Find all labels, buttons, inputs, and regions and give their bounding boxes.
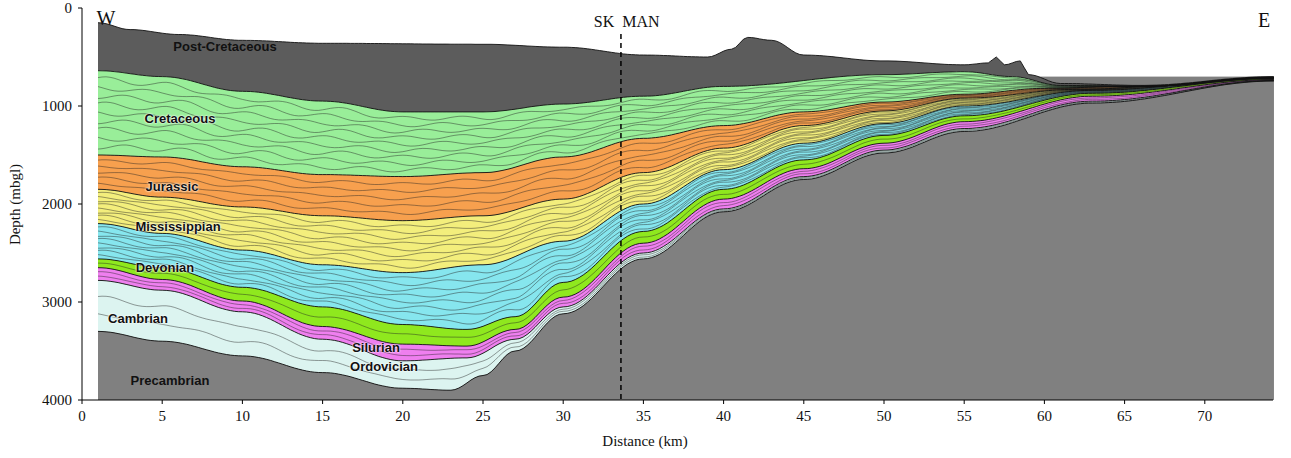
axis-tick-label: 1000	[42, 98, 72, 115]
formation-label: Ordovician	[350, 359, 418, 374]
formation-band: Mississippian	[135, 219, 220, 234]
formation-label: Devonian	[136, 260, 195, 275]
layer-boundary	[98, 80, 1274, 347]
bedding-line	[98, 78, 1274, 310]
layer-boundary	[98, 71, 1274, 112]
province-border	[620, 34, 622, 400]
bedding-line	[98, 78, 1274, 291]
bedding-line	[98, 81, 1274, 380]
layer-boundary	[98, 78, 1274, 221]
x-tick	[483, 400, 484, 404]
y-tick	[78, 400, 82, 401]
axis-tick-label: 30	[556, 408, 571, 425]
axis-tick-label: 40	[716, 408, 731, 425]
layer-boundary	[98, 78, 1274, 273]
layer-boundary	[98, 81, 1274, 361]
x-tick	[162, 400, 163, 404]
y-tick	[78, 8, 82, 9]
bedding-line	[98, 80, 1274, 350]
y-tick	[78, 302, 82, 303]
formation-band: Ordovician	[350, 359, 418, 374]
axis-tick-label: 35	[636, 408, 651, 425]
formation-label: Cretaceous	[145, 111, 216, 126]
axis-tick-label: 10	[235, 408, 250, 425]
bedding-line	[98, 78, 1274, 324]
layer-boundary	[98, 79, 1274, 330]
formation-band: Post-Cretaceous	[173, 39, 276, 54]
axis-title: Distance (km)	[602, 433, 687, 450]
y-tick	[78, 106, 82, 107]
formation-band: Cretaceous	[145, 111, 216, 126]
axis-tick-label: 70	[1197, 408, 1212, 425]
x-axis	[82, 400, 1273, 401]
axis-tick-label: 5	[158, 408, 166, 425]
axis-tick-label: 4000	[42, 392, 72, 409]
formation-band: Silurian	[352, 340, 400, 355]
layer-boundary	[98, 78, 1274, 177]
formation-label: Cambrian	[108, 311, 168, 326]
x-tick	[803, 400, 804, 404]
x-tick	[82, 400, 83, 404]
x-tick	[964, 400, 965, 404]
province-label: SK	[594, 13, 614, 31]
y-tick	[78, 204, 82, 205]
axis-tick-label: 65	[1117, 408, 1132, 425]
bedding-line	[98, 81, 1274, 371]
direction-label: W	[97, 7, 116, 30]
x-tick	[1124, 400, 1125, 404]
axis-tick-label: 3000	[42, 294, 72, 311]
layer-boundary	[98, 81, 1274, 390]
axis-tick-label: 2000	[42, 196, 72, 213]
axis-title: Depth (mbgl)	[8, 163, 25, 244]
formation-band: Devonian	[136, 260, 195, 275]
formation-label: Jurassic	[146, 179, 199, 194]
x-tick	[723, 400, 724, 404]
bedding-line	[98, 74, 1274, 120]
axis-tick-label: 60	[1037, 408, 1052, 425]
bedding-line	[98, 78, 1274, 269]
formation-band: Precambrian	[131, 373, 210, 388]
bedding-line	[98, 78, 1274, 227]
bedding-line	[98, 80, 1274, 356]
bedding-line	[98, 78, 1274, 251]
axis-tick-label: 20	[395, 408, 410, 425]
axis-tick-label: 0	[65, 0, 73, 17]
layer-boundary	[98, 23, 1274, 86]
x-tick	[242, 400, 243, 404]
x-tick	[563, 400, 564, 404]
x-tick	[643, 400, 644, 404]
formation-label: Silurian	[352, 340, 400, 355]
formation-band: Jurassic	[146, 179, 199, 194]
formation-label: Post-Cretaceous	[173, 39, 276, 54]
formation-band: Cambrian	[108, 311, 168, 326]
axis-tick-label: 15	[315, 408, 330, 425]
axis-tick-label: 25	[476, 408, 491, 425]
x-tick	[402, 400, 403, 404]
axis-tick-label: 55	[957, 408, 972, 425]
province-label: MAN	[622, 13, 659, 31]
bedding-line	[98, 78, 1274, 297]
precambrian-layer	[98, 81, 1274, 400]
bedding-line	[98, 79, 1274, 337]
x-tick	[884, 400, 885, 404]
formation-label: Mississippian	[135, 219, 220, 234]
axis-tick-label: 0	[78, 408, 86, 425]
bedding-line	[98, 78, 1274, 257]
x-tick	[1204, 400, 1205, 404]
axis-tick-label: 45	[796, 408, 811, 425]
bedding-line	[98, 78, 1274, 279]
bedding-line	[98, 78, 1274, 303]
x-tick	[1044, 400, 1045, 404]
axis-tick-label: 50	[877, 408, 892, 425]
formation-label: Precambrian	[131, 373, 210, 388]
x-tick	[322, 400, 323, 404]
bedding-line	[98, 78, 1274, 286]
bedding-line	[98, 78, 1274, 316]
direction-label: E	[1258, 9, 1270, 32]
bedding-line	[98, 78, 1274, 207]
